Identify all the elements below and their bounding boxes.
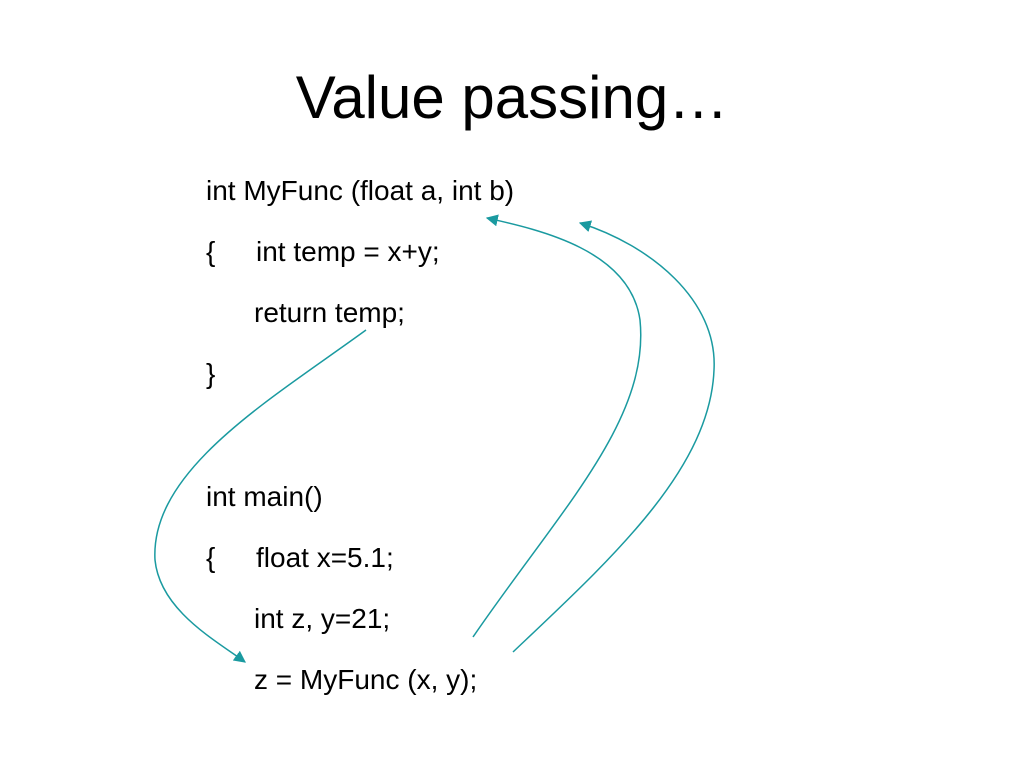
func-line-return: return temp; [254,297,405,328]
main-signature: int main() [206,481,323,512]
func-open-brace: { [206,236,216,267]
arg-y-arrow [512,220,715,653]
main-line-int: int z, y=21; [254,603,391,634]
func-line-temp: int temp = x+y; [256,236,440,267]
func-signature: int MyFunc (float a, int b) [206,175,515,206]
arg-x-arrow [472,214,642,638]
main-open-brace: { [206,542,216,573]
main-line-call: z = MyFunc (x, y); [254,664,478,695]
main-line-float: float x=5.1; [256,542,394,573]
slide-title: Value passing… [295,64,729,131]
func-close-brace: } [206,358,216,389]
